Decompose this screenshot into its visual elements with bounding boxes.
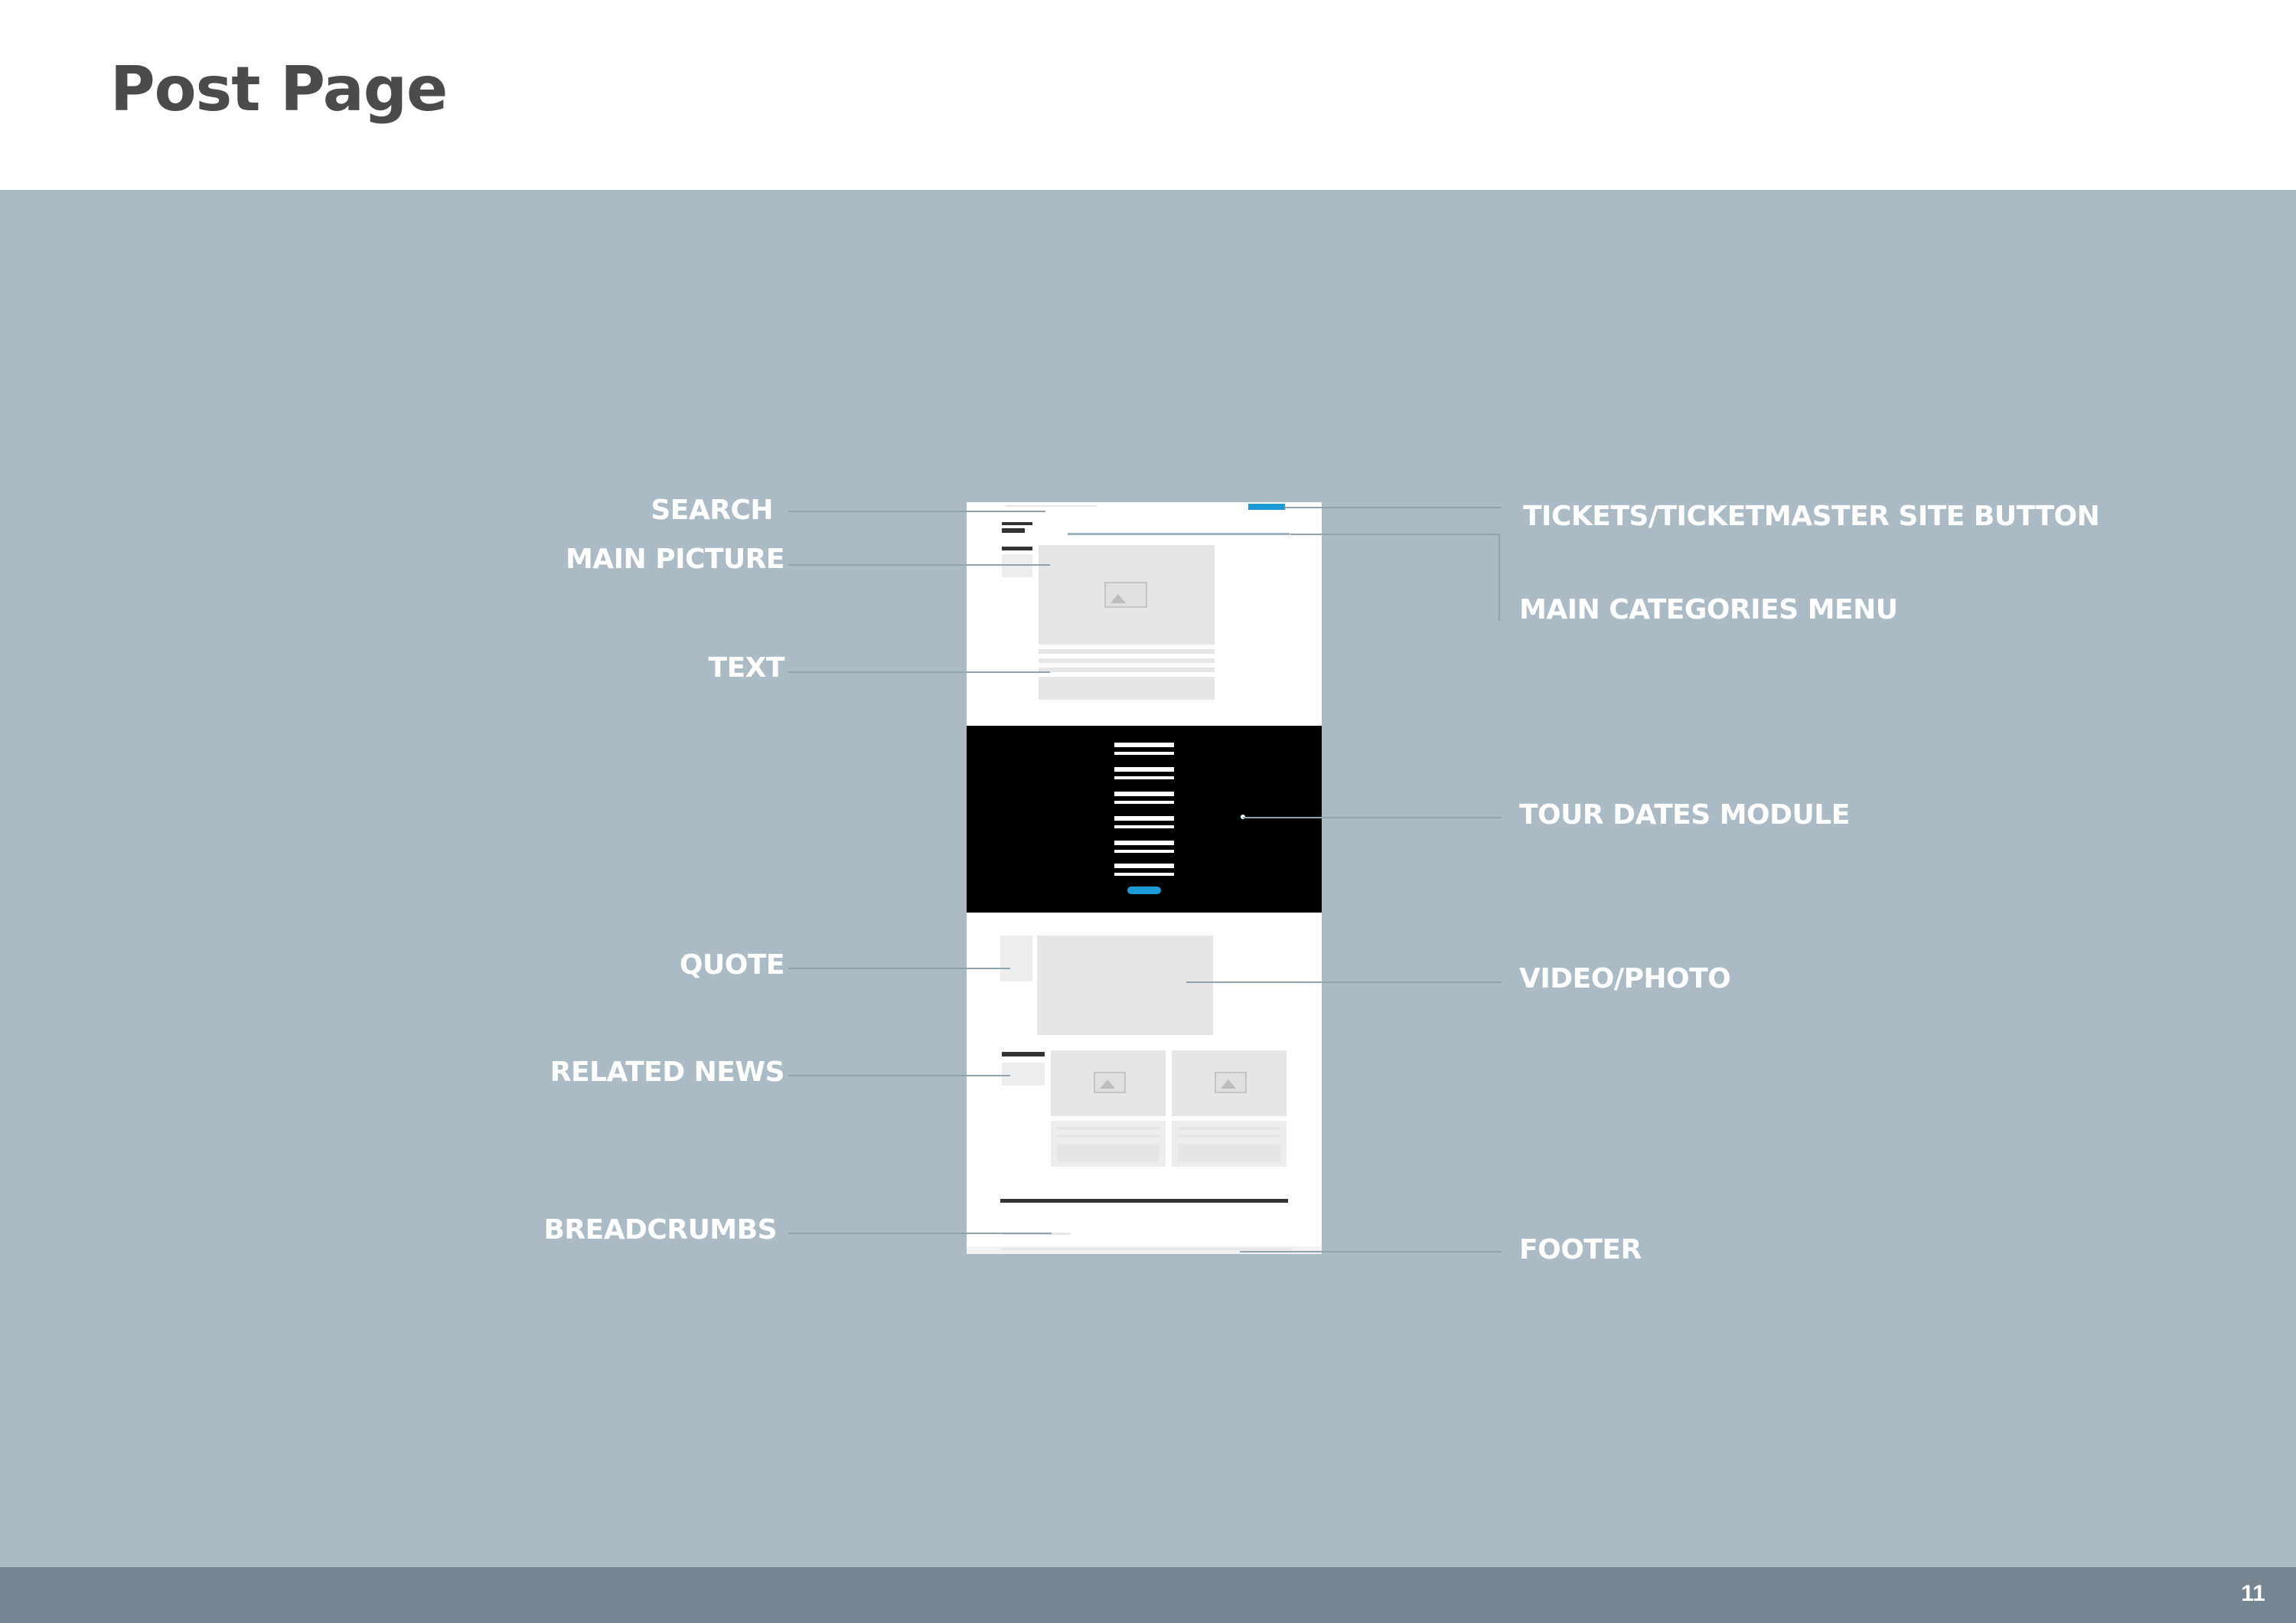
wire-tour-row	[1114, 767, 1174, 772]
label-footer: FOOTER	[1519, 1234, 1642, 1265]
label-video-photo: VIDEO/PHOTO	[1519, 963, 1731, 994]
wire-search-bar	[1005, 505, 1097, 507]
leader-categories-drop	[1499, 534, 1500, 621]
leader-related-news	[788, 1075, 1010, 1076]
wire-footer	[967, 1246, 1322, 1254]
wire-tour-row	[1114, 801, 1174, 804]
wire-divider	[1000, 1199, 1288, 1203]
wire-tour-row	[1114, 864, 1174, 868]
wire-text-line	[1039, 668, 1215, 672]
wire-related-text-block	[1057, 1144, 1159, 1162]
post-page-wireframe	[967, 502, 1322, 1254]
wire-post-tag	[1002, 547, 1032, 550]
label-tour-dates-module: TOUR DATES MODULE	[1519, 799, 1850, 831]
wire-tour-row	[1114, 873, 1174, 876]
label-text: TEXT	[708, 652, 785, 684]
label-tickets-button: TICKETS/TICKETMASTER SITE BUTTON	[1523, 501, 2100, 532]
leader-categories	[1290, 534, 1500, 535]
leader-main-picture	[788, 564, 1050, 566]
leader-tickets	[1284, 507, 1502, 508]
slide-footer-bar: 11	[0, 1567, 2296, 1623]
label-related-news: RELATED NEWS	[550, 1056, 785, 1088]
wire-text-block	[1039, 677, 1215, 700]
wire-logo-sub	[1002, 528, 1025, 533]
wire-tour-row	[1114, 825, 1174, 828]
wire-related-text-line	[1057, 1135, 1159, 1138]
leader-footer	[1240, 1251, 1502, 1252]
leader-video-photo	[1186, 981, 1502, 983]
slide-header: Post Page	[0, 0, 2296, 190]
leader-search	[788, 511, 1045, 512]
wire-quote	[1000, 936, 1032, 981]
wire-related-text-line	[1057, 1127, 1159, 1130]
wire-tour-row	[1114, 776, 1174, 779]
image-icon	[1094, 1072, 1126, 1093]
label-quote: QUOTE	[679, 949, 785, 981]
leader-breadcrumbs	[788, 1233, 1052, 1234]
wire-post-meta	[1002, 554, 1032, 577]
page-title: Post Page	[110, 54, 448, 125]
page-number: 11	[2241, 1581, 2265, 1606]
wire-footer-line	[1002, 1248, 1293, 1250]
wire-categories-menu	[1068, 533, 1290, 535]
wire-related-title	[1002, 1052, 1045, 1056]
wire-related-text-block	[1178, 1144, 1280, 1162]
wire-tour-row	[1114, 752, 1174, 755]
image-icon	[1215, 1072, 1247, 1093]
wire-logo	[1002, 522, 1032, 525]
wire-tour-row	[1114, 850, 1174, 853]
leader-quote	[788, 968, 1010, 969]
wire-text-line	[1039, 649, 1215, 654]
wire-tour-row	[1114, 841, 1174, 845]
wire-tour-row	[1114, 816, 1174, 821]
leader-tour-dates	[1243, 817, 1502, 818]
wire-tickets-button	[1248, 504, 1285, 510]
wire-related-text-line	[1178, 1135, 1280, 1138]
image-icon	[1104, 582, 1147, 608]
wire-tour-row	[1114, 743, 1174, 747]
wire-tour-button	[1127, 887, 1161, 894]
wire-text-line	[1039, 658, 1215, 663]
leader-text	[788, 671, 1050, 673]
wire-tour-row	[1114, 792, 1174, 796]
label-breadcrumbs: BREADCRUMBS	[543, 1214, 777, 1246]
wire-video-photo	[1037, 936, 1213, 1035]
wire-related-text-line	[1178, 1127, 1280, 1130]
wire-related-meta	[1002, 1063, 1045, 1086]
label-main-categories-menu: MAIN CATEGORIES MENU	[1519, 594, 1898, 625]
label-main-picture: MAIN PICTURE	[565, 544, 785, 575]
label-search: SEARCH	[651, 495, 773, 526]
